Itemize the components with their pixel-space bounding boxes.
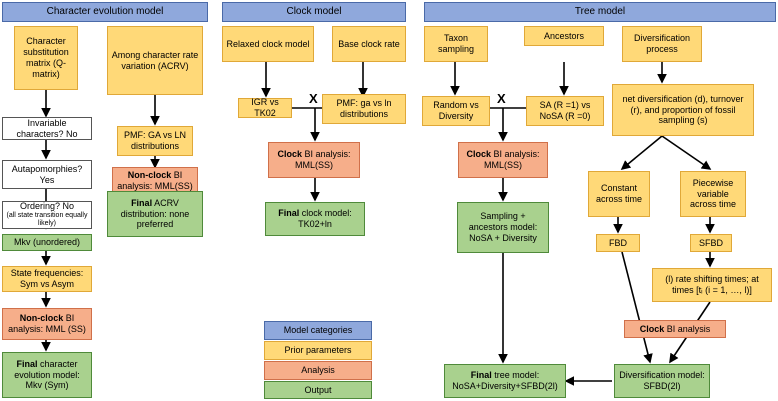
ancestors-box: Ancestors [524, 26, 604, 46]
final-character-model-box: Final character evolution model: Mkv (Sy… [2, 352, 92, 398]
invariable-characters-box: Invariable characters? No [2, 117, 92, 140]
autapomorphies-box: Autapomorphies? Yes [2, 160, 92, 189]
legend-title: Model categories [264, 321, 372, 340]
header-clock-model: Clock model [222, 2, 406, 22]
nonclock-analysis2-full: Non-clock BI analysis: MML(SS) [112, 167, 198, 195]
legend-output: Output [264, 381, 372, 399]
legend-analysis: Analysis [264, 361, 372, 380]
base-clock-rate-box: Base clock rate [332, 26, 406, 62]
ordering-note: (all state transition equally likely) [6, 212, 88, 228]
final-clock-bold: Final [278, 208, 300, 219]
nonclock-analysis-box: Non-clock BI analysis: MML (SS) [2, 308, 92, 340]
header-tree-model: Tree model [424, 2, 776, 22]
state-frequencies-box: State frequencies: Sym vs Asym [2, 266, 92, 292]
nonclock-bold: Non-clock [19, 313, 64, 324]
clock-analysis-box: Clock BI analysis: MML(SS) [268, 142, 360, 178]
exclusion-x-mark-tree: X [497, 91, 506, 106]
final-clock-model-box: Final clock model: TK02+ln [265, 202, 365, 236]
tree-clock-rest: BI analysis [664, 323, 711, 334]
igr-tk02-box: IGR vs TK02 [238, 97, 292, 118]
rate-shifting-times-box: (l) rate shifting times; at times [tᵢ (i… [652, 268, 772, 302]
final-char-bold: Final [16, 358, 38, 369]
tree-clock-analysis-box: Clock BI analysis: MML(SS) [458, 142, 548, 178]
fbd-box: FBD [596, 234, 640, 252]
random-vs-diversity-box: Random vs Diversity [422, 96, 490, 126]
final-acrv-bold: Final [131, 197, 153, 208]
tree-analysis-bold: Clock [466, 149, 491, 160]
final-clock-rest: clock model: TK02+ln [298, 208, 352, 229]
relaxed-clock-box: Relaxed clock model [222, 26, 314, 62]
final-tree-model-box: Final tree model: NoSA+Diversity+SFBD(2l… [444, 364, 566, 398]
acrv-box: Among character rate variation (ACRV) [107, 26, 203, 95]
substitution-matrix-box: Character substitution matrix (Q- matrix… [14, 26, 78, 90]
nonclock2-rest: BI analysis: MML(SS) [117, 170, 193, 191]
final-acrv-box: Final ACRV distribution: none preferred [107, 191, 203, 237]
mkv-unordered-box: Mkv (unordered) [2, 234, 92, 251]
ordering-label: Ordering? No [19, 201, 75, 212]
header-character-evolution: Character evolution model [2, 2, 208, 22]
net-diversification-box: net diversification (d), turnover (r), a… [612, 84, 754, 136]
pmf-ga-ln-box: PMF: GA vs LN distributions [117, 126, 193, 156]
final-tree-bold: Final [470, 370, 492, 381]
sfbd-box: SFBD [690, 234, 732, 252]
constant-across-time-box: Constant across time [588, 171, 650, 217]
nonclock2-bold-b: Non-clock [127, 170, 172, 181]
piecewise-variable-box: Piecewise variable across time [680, 171, 746, 217]
final-acrv-rest: ACRV distribution: none preferred [120, 197, 190, 230]
taxon-sampling-box: Taxon sampling [424, 26, 488, 62]
final-char-rest: character evolution model: Mkv (Sym) [14, 358, 80, 391]
tree-clock-bi-analysis-box: Clock BI analysis [624, 320, 726, 338]
clock-analysis-bold: Clock [277, 149, 302, 160]
final-tree-rest: tree model: NoSA+Diversity+SFBD(2l) [452, 370, 558, 391]
clock-analysis-rest: BI analysis: MML(SS) [295, 149, 351, 170]
tree-analysis-rest: BI analysis: MML(SS) [484, 149, 540, 170]
diversification-model-box: Diversification model: SFBD(2l) [614, 364, 710, 398]
tree-clock-bold: Clock [639, 323, 665, 334]
sampling-ancestors-model-box: Sampling + ancestors model: NoSA + Diver… [457, 202, 549, 253]
nonclock-rest: BI analysis: MML (SS) [8, 313, 86, 334]
legend-prior: Prior parameters [264, 341, 372, 360]
ordering-box: Ordering? No (all state transition equal… [2, 201, 92, 229]
diversification-process-box: Diversification process [622, 26, 702, 62]
sa-vs-nosa-box: SA (R =1) vs NoSA (R =0) [526, 96, 604, 126]
pmf-ga-ln-clock-box: PMF: ga vs ln distributions [322, 94, 406, 124]
exclusion-x-mark: X [309, 91, 318, 106]
